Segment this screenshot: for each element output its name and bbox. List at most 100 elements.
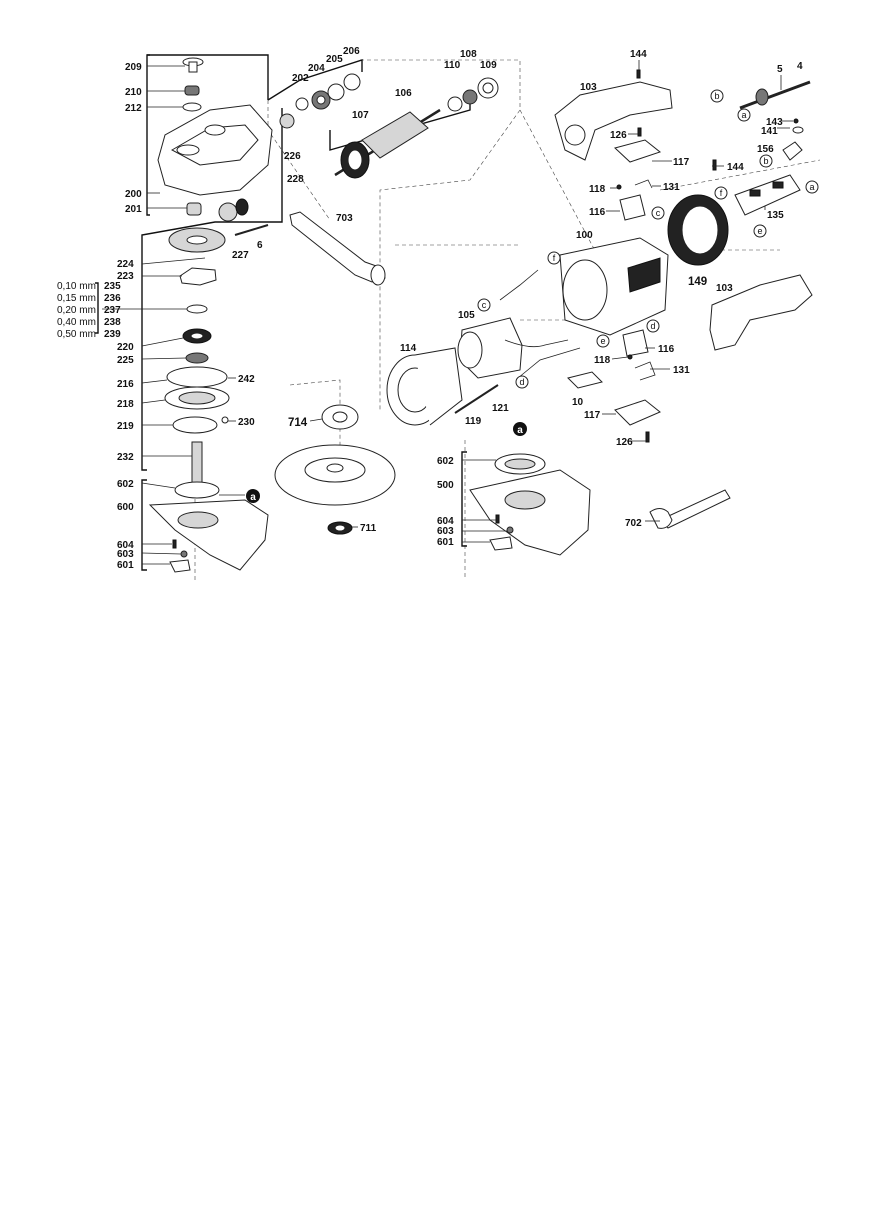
part-label: 100 <box>576 230 593 241</box>
part-label: 135 <box>767 210 784 221</box>
spindle-group <box>164 198 269 485</box>
spanner-702 <box>649 489 731 529</box>
reference-marker: c <box>656 208 661 218</box>
part-label: 602 <box>117 479 134 490</box>
reference-marker: e <box>757 226 762 236</box>
part-label: 103 <box>580 82 597 93</box>
part-label: 216 <box>117 379 134 390</box>
part-label: 206 <box>343 46 360 57</box>
part-label: 131 <box>673 365 690 376</box>
side-handle-703 <box>289 211 386 286</box>
part-label: 144 <box>727 162 744 173</box>
part-label: 131 <box>663 182 680 193</box>
part-label: 114 <box>400 343 417 354</box>
part-label: 117 <box>673 157 690 168</box>
shim-ref: 238 <box>104 317 121 328</box>
part-label: 200 <box>125 189 142 200</box>
shim-ref: 236 <box>104 293 121 304</box>
part-label: 226 <box>284 151 301 162</box>
part-label: 110 <box>444 60 461 71</box>
motor-housing-group <box>386 237 669 426</box>
reference-badge: a <box>250 492 256 503</box>
part-label: 107 <box>352 110 369 121</box>
part-label: 224 <box>117 259 134 270</box>
part-label: 117 <box>584 410 601 421</box>
guard-500 <box>469 453 591 556</box>
shim-size: 0,10 mm <box>57 281 96 292</box>
part-labels: 209 210 212 200 201 202 204 205 206 226 … <box>117 46 803 571</box>
part-label: 141 <box>761 126 778 137</box>
part-label: 210 <box>125 87 142 98</box>
part-label: 242 <box>238 374 255 385</box>
reference-marker: c <box>482 300 487 310</box>
leader-lines <box>102 60 793 565</box>
part-label: 601 <box>117 560 134 571</box>
part-label: 201 <box>125 204 142 215</box>
part-label: 103 <box>716 283 733 294</box>
part-label: 156 <box>757 144 774 155</box>
switch-group <box>554 69 813 443</box>
part-label: 230 <box>238 417 255 428</box>
part-label: 116 <box>658 344 675 355</box>
part-label: 121 <box>492 403 509 414</box>
part-label: 118 <box>589 184 606 195</box>
reference-marker: e <box>600 336 605 346</box>
reference-badge: a <box>517 425 523 436</box>
gear-housing-group <box>157 57 273 216</box>
part-label: 500 <box>437 480 454 491</box>
armature-106 <box>334 77 499 179</box>
reference-marker: a <box>809 182 814 192</box>
part-label: 220 <box>117 342 134 353</box>
reference-marker: a <box>741 110 746 120</box>
part-label: 202 <box>292 73 309 84</box>
part-label: 205 <box>326 54 343 65</box>
part-label: 219 <box>117 421 134 432</box>
part-label: 10 <box>572 397 584 408</box>
shim-ref: 237 <box>104 305 121 316</box>
part-label: 108 <box>460 49 477 60</box>
part-label: 227 <box>232 250 249 261</box>
shim-size: 0,15 mm <box>57 293 96 304</box>
shim-size: 0,20 mm <box>57 305 96 316</box>
reference-marker: d <box>519 377 524 387</box>
part-label: 209 <box>125 62 142 73</box>
reference-markers: b a b f a e c f c d e d a a <box>246 89 819 503</box>
part-label: 711 <box>360 523 377 534</box>
part-label: 601 <box>437 537 454 548</box>
part-label: 144 <box>630 49 647 60</box>
part-label: 119 <box>465 416 482 427</box>
bearing-group-top <box>279 73 361 129</box>
part-label: 232 <box>117 452 134 463</box>
part-label: 6 <box>257 240 263 251</box>
part-label: 223 <box>117 271 134 282</box>
part-label: 5 <box>777 64 783 75</box>
part-label: 109 <box>480 60 497 71</box>
part-label: 143 <box>766 117 783 128</box>
shim-size-list: 0,10 mm 235 0,15 mm 236 0,20 mm 237 0,40… <box>57 281 121 340</box>
part-label: 212 <box>125 103 142 114</box>
reference-marker: b <box>763 156 768 166</box>
part-label: 106 <box>395 88 412 99</box>
part-label: 604 <box>437 516 454 527</box>
disc-714 <box>274 404 396 535</box>
part-label: 204 <box>308 63 325 74</box>
part-label: 602 <box>437 456 454 467</box>
shim-size: 0,40 mm <box>57 317 96 328</box>
part-label: 225 <box>117 355 134 366</box>
part-label: 4 <box>797 61 803 72</box>
part-label: 703 <box>336 213 353 224</box>
part-label: 600 <box>117 502 134 513</box>
part-label: 603 <box>117 549 134 560</box>
shim-ref: 239 <box>104 329 121 340</box>
guard-600 <box>148 481 269 573</box>
part-label: 604 <box>117 540 134 551</box>
part-label: 218 <box>117 399 134 410</box>
part-label: 126 <box>610 130 627 141</box>
reference-marker: d <box>650 321 655 331</box>
part-label: 149 <box>688 276 707 288</box>
part-label: 228 <box>287 174 304 185</box>
reference-marker: f <box>553 253 556 263</box>
part-label: 105 <box>458 310 475 321</box>
reference-marker: b <box>714 91 719 101</box>
part-label: 116 <box>589 207 606 218</box>
